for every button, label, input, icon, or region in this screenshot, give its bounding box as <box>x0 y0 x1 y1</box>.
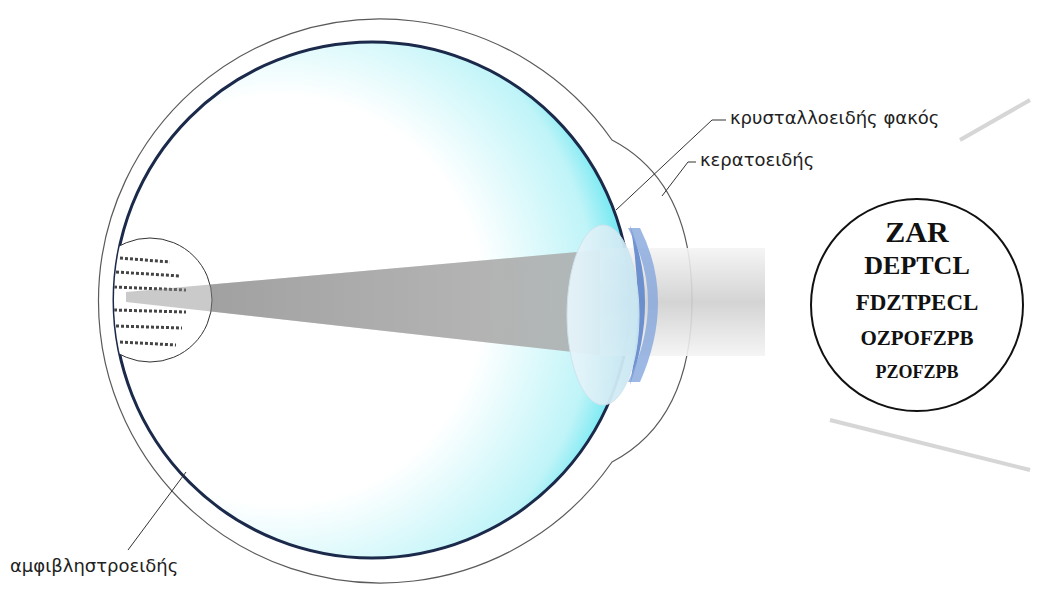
part-label: κερατοειδής <box>700 150 814 170</box>
eye-chart <box>811 100 1030 470</box>
chart-row: FDZTPECL <box>856 291 979 314</box>
retina-layer <box>114 42 630 558</box>
part-label: αμφιβληστροειδής <box>10 556 178 576</box>
part-label: κρυσταλλοειδής φακός <box>730 108 939 128</box>
chart-row: OZPOFZPB <box>860 328 973 349</box>
chart-row: ZAR <box>885 217 948 247</box>
lens <box>567 225 639 405</box>
chart-row: DEPTCL <box>864 253 969 279</box>
retina-image <box>88 238 600 362</box>
sclera-outline <box>98 19 692 583</box>
leader-lines <box>128 120 726 550</box>
chart-row: PZOFZPB <box>875 363 958 381</box>
